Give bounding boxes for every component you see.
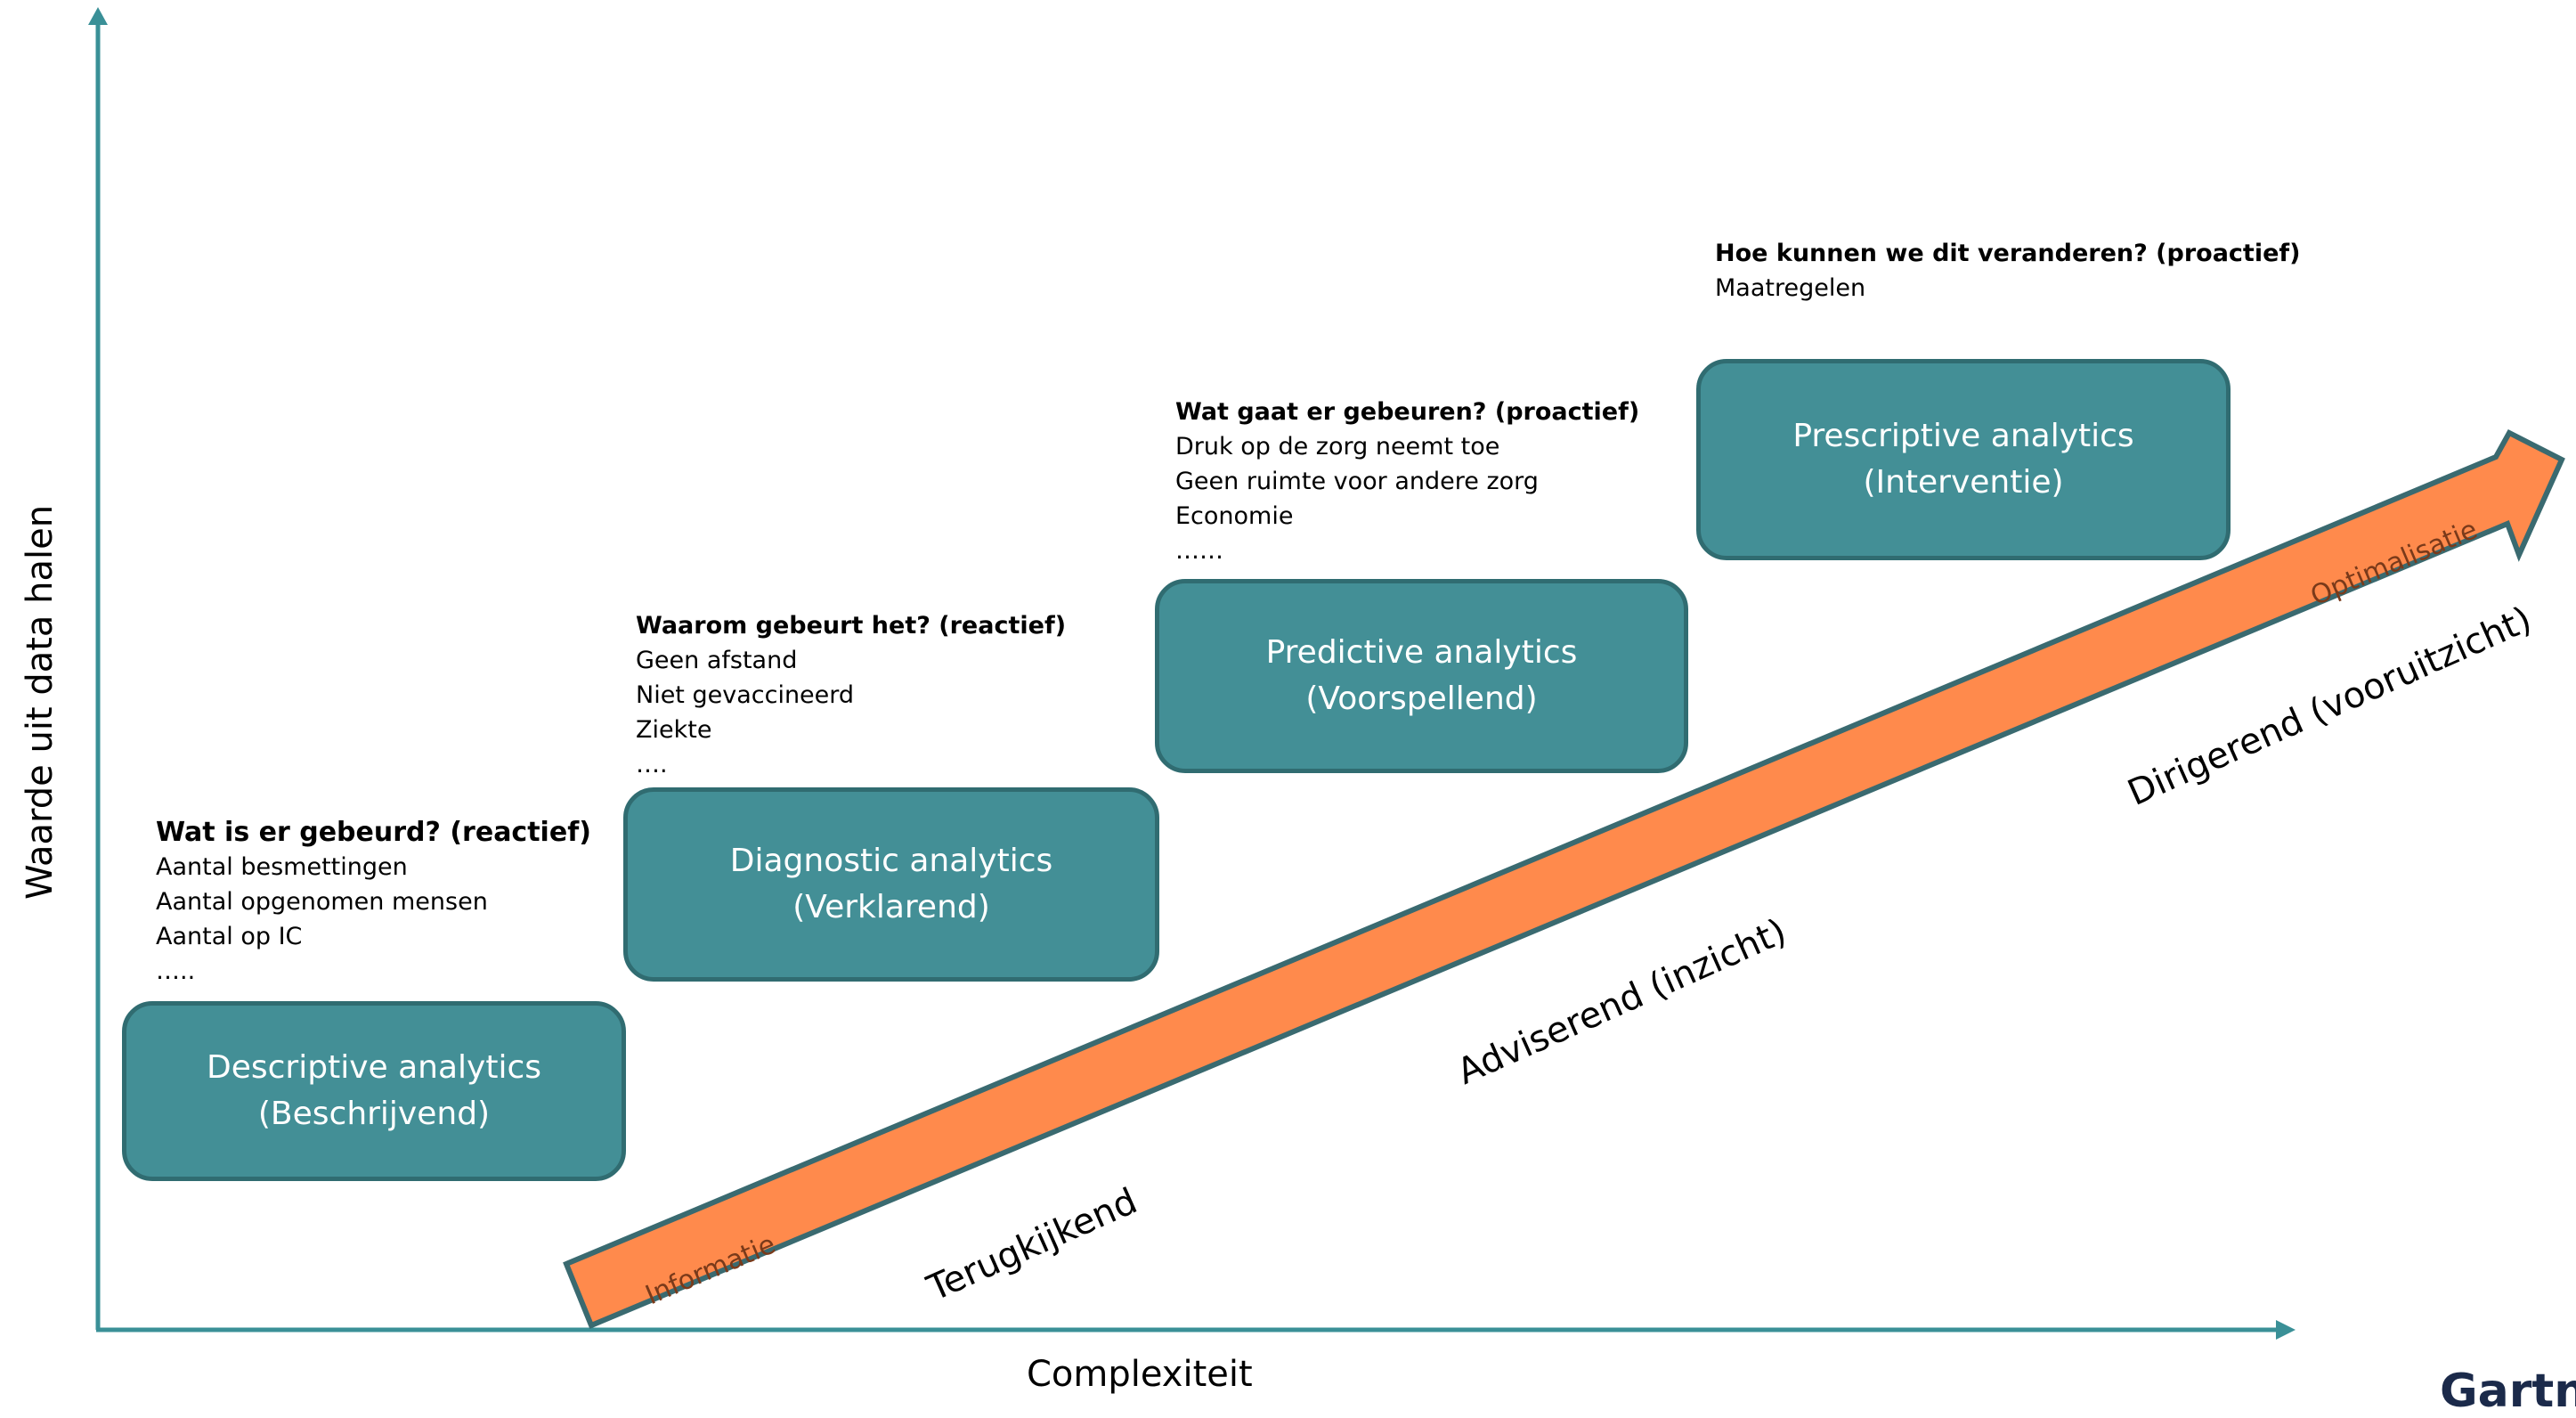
- x-axis-label: Complexiteit: [1027, 1354, 1253, 1395]
- note-line: Geen ruimte voor andere zorg: [1175, 468, 1539, 495]
- prescriptive-analytics-box: Prescriptive analytics (Interventie): [1696, 359, 2231, 560]
- note-line: …..: [156, 958, 196, 985]
- descriptive-analytics-box: Descriptive analytics (Beschrijvend): [122, 1001, 626, 1181]
- note-line: Geen afstand: [636, 647, 798, 674]
- box-subtitle: (Beschrijvend): [257, 1096, 491, 1132]
- predictive-note: Wat gaat er gebeuren? (proactief) Druk o…: [1175, 395, 1639, 568]
- box-title: Descriptive analytics: [207, 1049, 541, 1086]
- note-line: ….: [636, 751, 668, 778]
- predictive-analytics-box: Predictive analytics (Voorspellend): [1155, 579, 1688, 773]
- diagnostic-analytics-box: Diagnostic analytics (Verklarend): [623, 787, 1159, 982]
- note-line: Maatregelen: [1715, 274, 1866, 302]
- note-line: Aantal op IC: [156, 923, 303, 950]
- note-line: Economie: [1175, 502, 1294, 530]
- diagnostic-note: Waarom gebeurt het? (reactief) Geen afst…: [636, 608, 1066, 782]
- note-line: Druk op de zorg neemt toe: [1175, 433, 1500, 460]
- prescriptive-note: Hoe kunnen we dit veranderen? (proactief…: [1715, 236, 2301, 306]
- brand-logo-text: Gartner: [2440, 1365, 2576, 1418]
- y-axis-arrowhead: [88, 7, 108, 25]
- note-question: Hoe kunnen we dit veranderen? (proactief…: [1715, 240, 2301, 267]
- box-subtitle: (Interventie): [1863, 464, 2064, 501]
- box-subtitle: (Voorspellend): [1305, 680, 1538, 717]
- box-subtitle: (Verklarend): [792, 889, 990, 925]
- x-axis-arrowhead: [2276, 1320, 2296, 1340]
- note-line: Ziekte: [636, 716, 712, 744]
- descriptive-note: Wat is er gebeurd? (reactief) Aantal bes…: [156, 815, 591, 989]
- note-line: Aantal besmettingen: [156, 853, 408, 881]
- note-question: Wat gaat er gebeuren? (proactief): [1175, 398, 1640, 426]
- box-title: Predictive analytics: [1265, 634, 1578, 671]
- y-axis-label: Waarde uit data halen: [20, 504, 61, 900]
- note-question: Wat is er gebeurd? (reactief): [156, 817, 591, 848]
- note-question: Waarom gebeurt het? (reactief): [636, 612, 1067, 640]
- note-line: ……: [1175, 537, 1223, 565]
- note-line: Niet gevaccineerd: [636, 681, 855, 709]
- note-line: Aantal opgenomen mensen: [156, 888, 488, 916]
- progress-arrow: [563, 429, 2565, 1329]
- box-title: Diagnostic analytics: [729, 843, 1053, 879]
- box-title: Prescriptive analytics: [1792, 418, 2134, 454]
